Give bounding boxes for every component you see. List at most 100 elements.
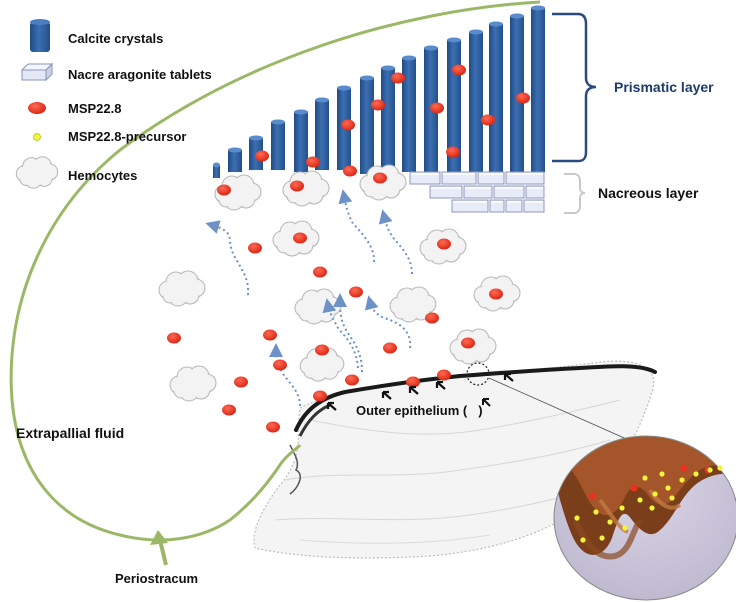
- msp22-8-particle: [437, 369, 451, 381]
- msp22-8-particle: [489, 288, 503, 300]
- secretion-arrow: [269, 343, 301, 407]
- legend-calcite-label: Calcite crystals: [68, 31, 163, 46]
- periostracum-label: Periostracum: [115, 571, 198, 586]
- inset-precursor: [679, 477, 685, 483]
- zoom-line: [488, 377, 641, 446]
- nacre-tablet: [505, 171, 545, 185]
- hemocyte: [158, 270, 206, 307]
- inset-precursor: [593, 509, 599, 515]
- msp22-8-particle: [290, 180, 304, 192]
- legend-precursor: MSP22.8-precursor: [33, 129, 187, 144]
- inset-precursor: [607, 519, 613, 525]
- hemocyte: [473, 275, 521, 312]
- legend-msp: MSP22.8: [28, 101, 121, 116]
- nacre-tablet: [523, 199, 545, 213]
- secretion-arrow: [205, 220, 250, 296]
- calcite-crystals: [213, 5, 545, 178]
- msp22-8-particle: [373, 172, 387, 184]
- legend-hemocytes-label: Hemocytes: [68, 168, 137, 183]
- secretion-arrow: [333, 293, 363, 373]
- msp22-8-particle: [437, 238, 451, 250]
- msp22-8-particle: [452, 64, 466, 76]
- msp22-8-particle: [425, 312, 439, 324]
- hemocyte: [389, 286, 437, 323]
- outer-epithelium-paren: ): [478, 403, 482, 418]
- msp22-8-particle: [345, 374, 359, 386]
- secretion-arrow: [378, 209, 413, 275]
- msp22-8-particle: [406, 376, 420, 388]
- inset-precursor: [693, 471, 699, 477]
- msp22-8-particle: [371, 99, 385, 111]
- secretion-arrows: [205, 189, 413, 407]
- msp22-8-particle: [481, 114, 495, 126]
- inset-precursor: [659, 471, 665, 477]
- calcite-crystal: [469, 29, 483, 172]
- msp22-8-particle: [306, 156, 320, 168]
- nacre-tablet: [451, 199, 489, 213]
- chevron-arrow-icon: [381, 390, 392, 400]
- calcite-crystal: [294, 109, 308, 172]
- inset-precursor: [580, 537, 586, 543]
- calcite-crystal: [381, 65, 395, 172]
- secretion-arrow: [338, 189, 376, 263]
- legend: Calcite crystals Nacre aragonite tablets…: [15, 19, 212, 189]
- calcite-crystal: [489, 21, 503, 172]
- nacre-tablet: [477, 171, 505, 185]
- legend-precursor-label: MSP22.8-precursor: [68, 129, 187, 144]
- inset-precursor: [707, 467, 713, 473]
- msp22-8-particle: [516, 92, 530, 104]
- msp22-8-particle: [234, 376, 248, 388]
- msp22-8-particle: [313, 266, 327, 278]
- msp22-8-particle: [391, 72, 405, 84]
- inset-precursor: [622, 525, 628, 531]
- nacre-tablet: [409, 171, 441, 185]
- nacre-tablet: [429, 185, 463, 199]
- chevron-arrow-icon: [326, 401, 337, 411]
- msp22-8-particle: [273, 359, 287, 371]
- msp22-8-particle: [383, 342, 397, 354]
- chevron-arrow-icon: [408, 385, 419, 395]
- outer-epithelium-label: Outer epithelium (): [356, 403, 483, 418]
- nacre-tablet: [463, 185, 493, 199]
- hemocyte: [282, 170, 330, 207]
- inset-precursor: [642, 475, 648, 481]
- zoom-circle: [466, 362, 490, 386]
- msp22-8-particle: [248, 242, 262, 254]
- msp22-8-particle: [222, 404, 236, 416]
- outer-epithelium-text: Outer epithelium (: [356, 403, 468, 418]
- micrograph-inset: [554, 436, 736, 600]
- hemocyte: [214, 174, 262, 211]
- msp22-8-particle: [315, 344, 329, 356]
- legend-nacre: Nacre aragonite tablets: [20, 62, 212, 82]
- msp22-8-particle: [313, 390, 327, 402]
- msp22-8-particle: [461, 337, 475, 349]
- epithelium-arrows: [326, 372, 514, 411]
- inset-precursor: [717, 465, 723, 471]
- prismatic-bracket: [552, 12, 597, 163]
- periostracum-pointer: [150, 530, 168, 566]
- nacreous-bracket: [564, 173, 586, 214]
- nacre-tablet: [505, 199, 523, 213]
- msp22-8-particle: [293, 232, 307, 244]
- hemocyte: [169, 365, 217, 402]
- secretion-arrow: [322, 298, 359, 369]
- nacre-tablet: [489, 199, 505, 213]
- legend-msp-label: MSP22.8: [68, 101, 121, 116]
- msp22-8-particle: [343, 165, 357, 177]
- calcite-crystal: [510, 13, 524, 172]
- calcite-crystal: [315, 97, 329, 170]
- prismatic-layer-label: Prismatic layer: [614, 79, 714, 95]
- nacre-tablet: [441, 171, 477, 185]
- calcite-crystal: [402, 55, 416, 172]
- hemocyte: [15, 156, 59, 189]
- msp22-8-particle: [446, 146, 460, 158]
- inset-msp22-8: [680, 464, 688, 472]
- msp22-8-particle: [217, 184, 231, 196]
- msp22-8-particles: [167, 64, 530, 433]
- periostracum-line: [9, 0, 541, 542]
- calcite-crystal: [531, 5, 545, 172]
- extrapallial-fluid-label: Extrapallial fluid: [16, 425, 124, 441]
- calcite-crystal: [228, 147, 242, 172]
- inset-precursor: [669, 495, 675, 501]
- legend-nacre-label: Nacre aragonite tablets: [68, 67, 212, 82]
